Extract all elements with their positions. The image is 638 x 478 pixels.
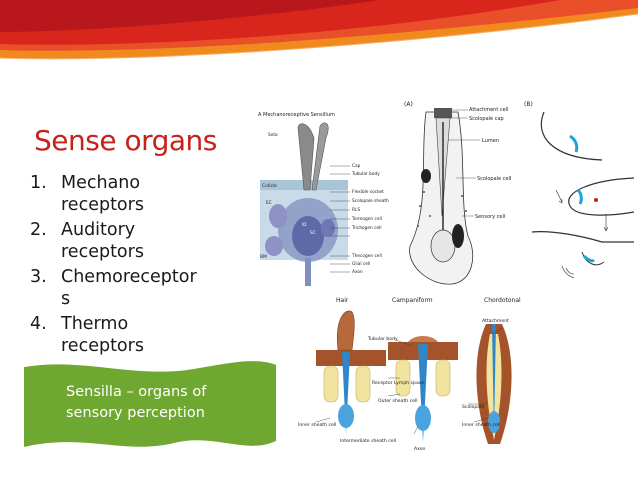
svg-text:Tormogen cell: Tormogen cell [351, 216, 382, 222]
svg-text:BM: BM [260, 254, 267, 260]
list-item: 4. Thermo receptors [30, 314, 144, 356]
svg-text:Attachment cell: Attachment cell [469, 107, 509, 113]
svg-text:Scolopale cell: Scolopale cell [477, 176, 511, 182]
svg-text:Lumen: Lumen [482, 138, 499, 144]
figure-panel-b: (B) [522, 96, 634, 282]
svg-text:Hair: Hair [336, 297, 349, 304]
svg-text:Inner sheath cell: Inner sheath cell [462, 422, 500, 428]
svg-text:Chordotonal: Chordotonal [484, 297, 521, 304]
svg-text:Tubular body: Tubular body [367, 336, 398, 342]
receptor-list: 1. Mechano receptors 2. Auditory recepto… [30, 172, 235, 360]
svg-text:EC: EC [266, 200, 272, 206]
list-item: 2. Auditory receptors [30, 220, 144, 262]
callout-text: Sensilla – organs of sensory perception [66, 384, 207, 421]
header-banner [0, 0, 638, 60]
figure-chordotonal: (A) Attachment cell Scolopale cap Lumen … [400, 96, 522, 294]
svg-text:Seta: Seta [268, 132, 278, 138]
slide-title: Sense organs [34, 124, 217, 157]
svg-text:(A): (A) [404, 101, 413, 108]
svg-text:Scolopale cap: Scolopale cap [469, 116, 504, 122]
svg-text:Glial cell: Glial cell [352, 261, 370, 267]
svg-text:ID: ID [302, 222, 307, 228]
svg-text:SC: SC [310, 230, 316, 236]
svg-text:Tubular body: Tubular body [351, 171, 380, 177]
svg-text:Campaniform: Campaniform [392, 297, 433, 304]
svg-text:Attachment: Attachment [482, 318, 509, 324]
callout-shape [24, 361, 276, 447]
figure-sensilla-types: Hair Campaniform Chordotonal Tubular bo [296, 294, 540, 458]
svg-text:Cuticle: Cuticle [262, 183, 277, 189]
svg-text:Axon: Axon [414, 446, 426, 452]
svg-text:Flexible socket: Flexible socket [352, 189, 384, 195]
svg-text:Intermediate sheath cell: Intermediate sheath cell [340, 438, 396, 444]
svg-text:RLS: RLS [352, 207, 360, 213]
svg-text:Receptor Lymph space: Receptor Lymph space [372, 380, 424, 386]
svg-text:Outer sheath cell: Outer sheath cell [378, 398, 418, 404]
svg-text:Scolopale: Scolopale [462, 404, 484, 410]
svg-text:Inner sheath cell: Inner sheath cell [298, 422, 336, 428]
svg-text:Axon: Axon [352, 269, 363, 275]
svg-text:Cap: Cap [352, 163, 361, 169]
svg-text:Scolopale sheath: Scolopale sheath [352, 198, 389, 204]
svg-text:Thecogen cell: Thecogen cell [351, 253, 382, 259]
list-item: 3. Chemoreceptor s [30, 267, 197, 309]
list-item: 1. Mechano receptors [30, 173, 144, 215]
figure-sensillum: A Mechanoreceptive Sensillum Seta Cap Tu… [258, 108, 398, 288]
svg-text:Trichogen cell: Trichogen cell [351, 225, 382, 231]
svg-text:(B): (B) [524, 101, 533, 108]
svg-text:Sensory cell: Sensory cell [475, 214, 505, 220]
svg-text:A Mechanoreceptive Sensillum: A Mechanoreceptive Sensillum [258, 112, 335, 118]
